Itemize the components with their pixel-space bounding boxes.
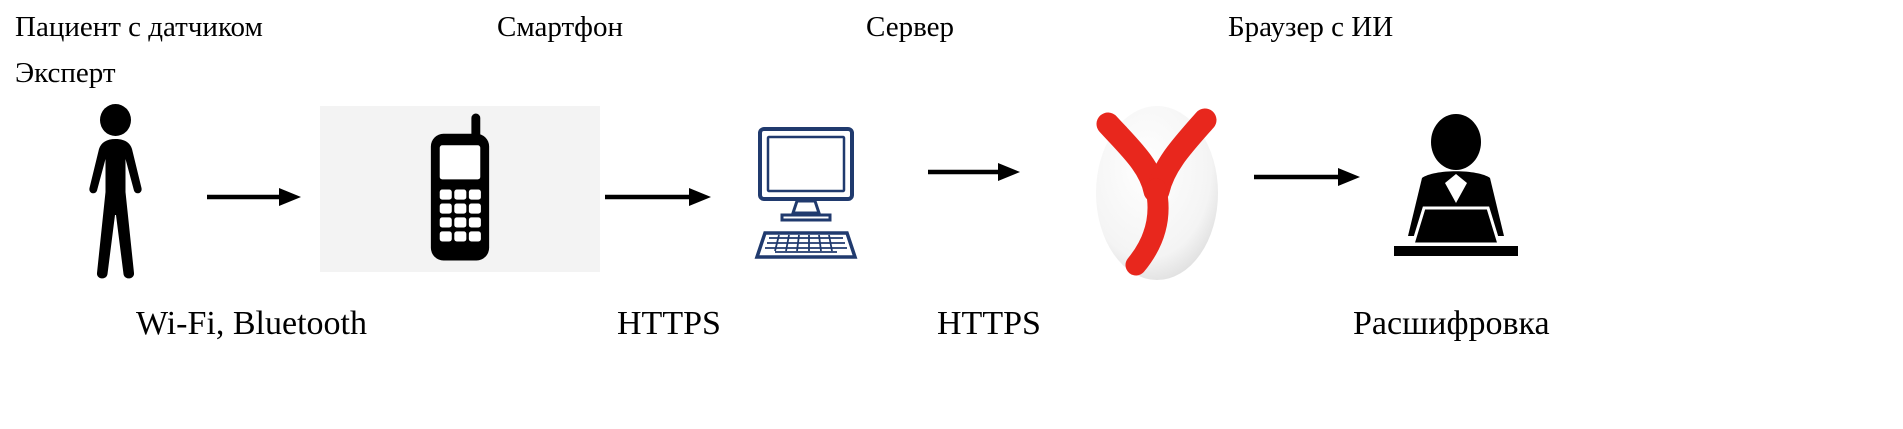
edge-label-https-2: HTTPS [937, 305, 1041, 342]
arrow-server-to-browser [926, 161, 1022, 188]
mobile-phone-icon [414, 111, 506, 268]
node-label-expert: Эксперт [15, 57, 116, 89]
person-at-laptop-icon [1380, 110, 1532, 272]
arrow-smartphone-to-server [603, 186, 713, 213]
edge-label-https-1: HTTPS [617, 305, 721, 342]
node-label-server: Сервер [866, 11, 954, 43]
node-label-browser: Браузер с ИИ [1228, 11, 1394, 43]
arrow-patient-to-smartphone [205, 186, 303, 213]
person-icon [68, 103, 163, 281]
node-caption-decryption: Расшифровка [1353, 305, 1550, 342]
mobile-phone-panel [320, 106, 600, 272]
node-label-patient: Пациент с датчиком [15, 11, 263, 43]
arrow-browser-to-analyst [1252, 166, 1362, 193]
yandex-browser-icon [1092, 102, 1222, 282]
edge-label-wifi-bluetooth: Wi-Fi, Bluetooth [136, 305, 367, 342]
desktop-computer-icon [735, 125, 875, 267]
node-label-smartphone: Смартфон [497, 11, 623, 43]
